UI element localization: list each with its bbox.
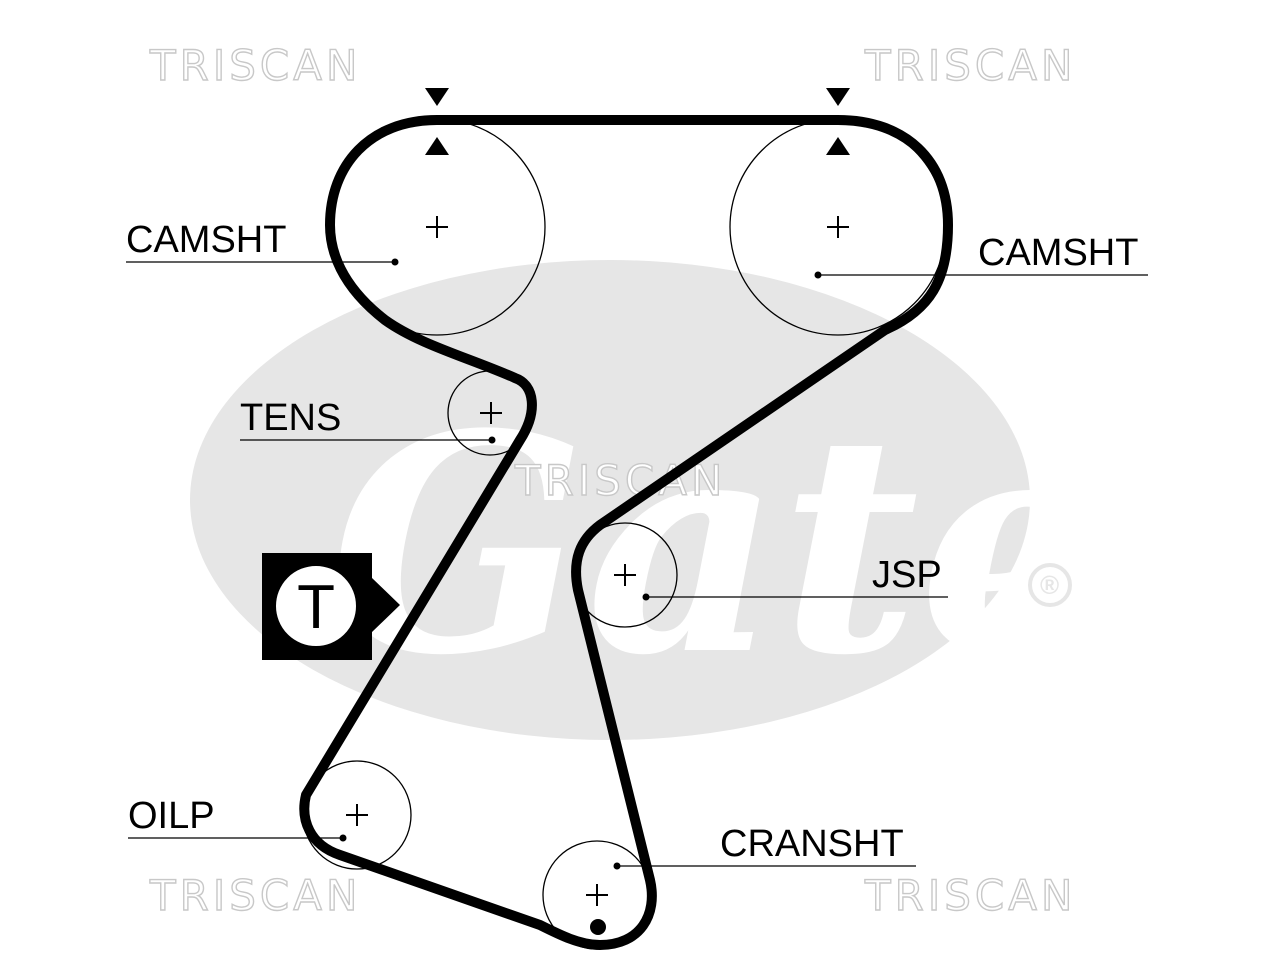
label-camshaft-right: CAMSHT	[814, 232, 1148, 279]
label-crankshaft: CRANSHT	[613, 823, 916, 870]
timing-mark-arrow-icon	[425, 88, 449, 106]
badge-letter: T	[297, 573, 335, 642]
pulley-center-cross-icon	[614, 564, 636, 586]
leader-dot	[339, 834, 347, 842]
triscan-watermark-top-left: TRISCAN	[149, 41, 361, 90]
label-camshaft-left: CAMSHT	[126, 219, 399, 266]
label-text: JSP	[872, 554, 942, 596]
pulley-center-cross-icon	[346, 804, 368, 826]
timing-mark-arrow-icon	[826, 137, 850, 155]
pulley-center-cross-icon	[426, 216, 448, 238]
gates-logo-text: Gates	[330, 368, 1279, 721]
registered-mark-text: ®	[1040, 570, 1059, 600]
leader-dot	[642, 593, 650, 601]
label-oil-pump: OILP	[128, 795, 347, 842]
timing-mark-arrow-icon	[425, 137, 449, 155]
leader-dot	[391, 258, 399, 266]
pulley-centers	[346, 216, 849, 935]
crankshaft-timing-dot	[590, 919, 606, 935]
label-text: CAMSHT	[978, 232, 1138, 274]
pulley-center-cross-icon	[827, 216, 849, 238]
label-text: CRANSHT	[720, 823, 904, 865]
labels: CAMSHT CAMSHT TENS JSP OILP CRANSHT	[126, 219, 1148, 870]
label-text: TENS	[240, 397, 341, 439]
pulley-center-cross-icon	[480, 402, 502, 424]
timing-belt	[299, 115, 953, 950]
label-text: CAMSHT	[126, 219, 286, 261]
registered-mark-circle	[1028, 563, 1072, 607]
timing-mark-right	[826, 88, 850, 155]
timing-mark-left	[425, 88, 449, 155]
triscan-watermark-bottom-right: TRISCAN	[864, 871, 1076, 920]
pulley-center-cross-icon	[586, 884, 608, 906]
triscan-watermark-top-right: TRISCAN	[864, 41, 1076, 90]
timing-marks	[425, 88, 850, 155]
triscan-watermark-bottom-left: TRISCAN	[149, 871, 361, 920]
label-jackshaft: JSP	[642, 554, 948, 601]
label-text: OILP	[128, 795, 215, 837]
badge-circle	[274, 564, 358, 648]
timing-mark-arrow-icon	[826, 88, 850, 106]
leader-dot	[488, 436, 496, 444]
leader-dot	[613, 862, 621, 870]
label-tensioner: TENS	[240, 397, 496, 444]
gates-logo-watermark: Gates ®	[190, 260, 1279, 740]
tensioner-t-badge-icon: T	[262, 553, 400, 660]
triscan-watermarks: TRISCAN TRISCAN TRISCAN TRISCAN TRISCAN	[148, 40, 1076, 920]
leader-dot	[814, 271, 822, 279]
